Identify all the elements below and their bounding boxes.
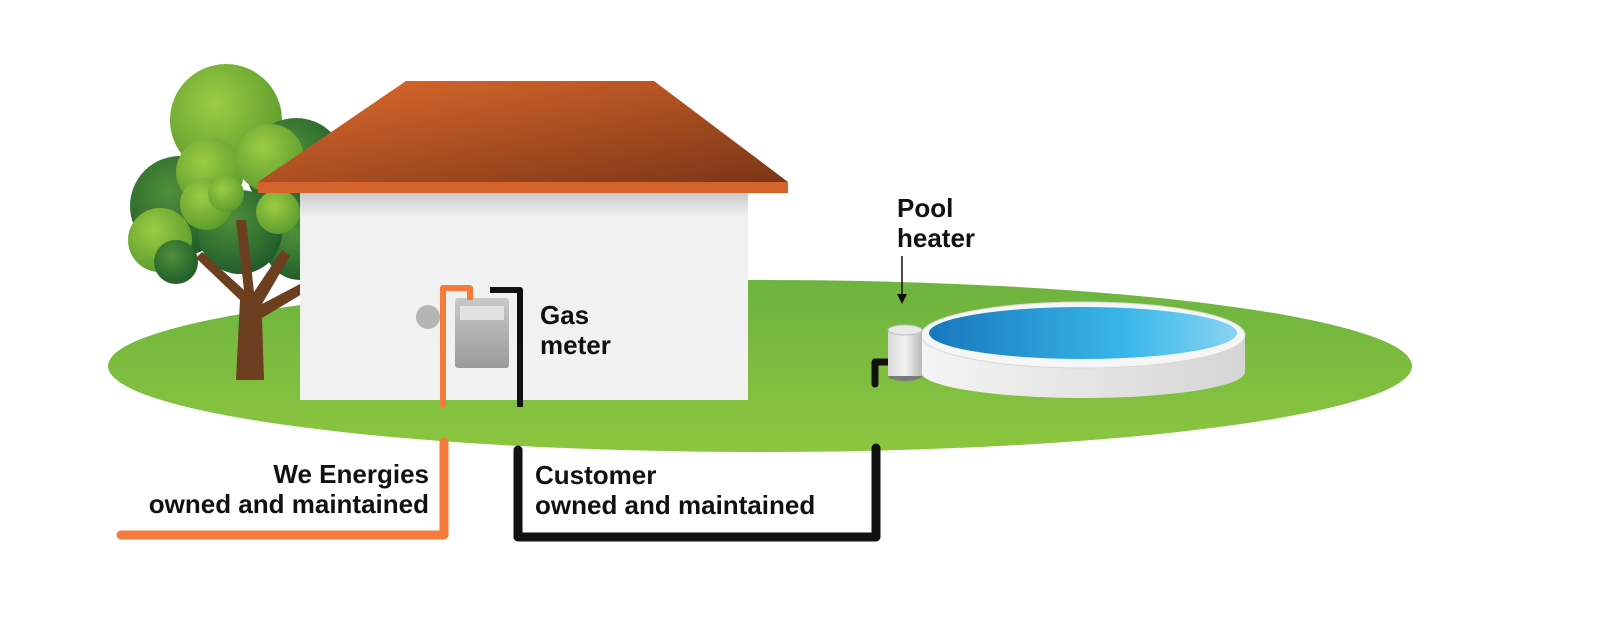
pool-heater-label-line-1: Pool xyxy=(897,193,954,223)
utility-riser xyxy=(440,285,473,407)
pool-icon xyxy=(920,301,1246,398)
utility-owned-label: We Energies owned and maintained xyxy=(149,459,429,519)
pool-heater-label: Pool heater xyxy=(897,193,975,253)
arrow-down-icon xyxy=(897,256,907,304)
utility-gas-line xyxy=(116,437,449,540)
pool-heater-icon xyxy=(871,324,923,388)
pool-heater-label-line-2: heater xyxy=(897,223,976,253)
customer-owned-label: Customer owned and maintained xyxy=(535,460,815,520)
gas-meter-label-line-2: meter xyxy=(540,330,611,360)
utility-owned-label-line-1: We Energies xyxy=(273,459,429,489)
utility-owned-label-line-2: owned and maintained xyxy=(148,489,429,519)
gas-meter-label-line-1: Gas xyxy=(540,300,590,330)
customer-owned-label-line-2: owned and maintained xyxy=(535,490,816,520)
customer-owned-label-line-1: Customer xyxy=(535,460,657,490)
customer-gas-line xyxy=(513,443,881,542)
customer-riser xyxy=(490,287,523,407)
gas-meter-icon xyxy=(416,298,509,368)
house-icon xyxy=(258,81,788,400)
gas-meter-label: Gas meter xyxy=(540,300,611,360)
